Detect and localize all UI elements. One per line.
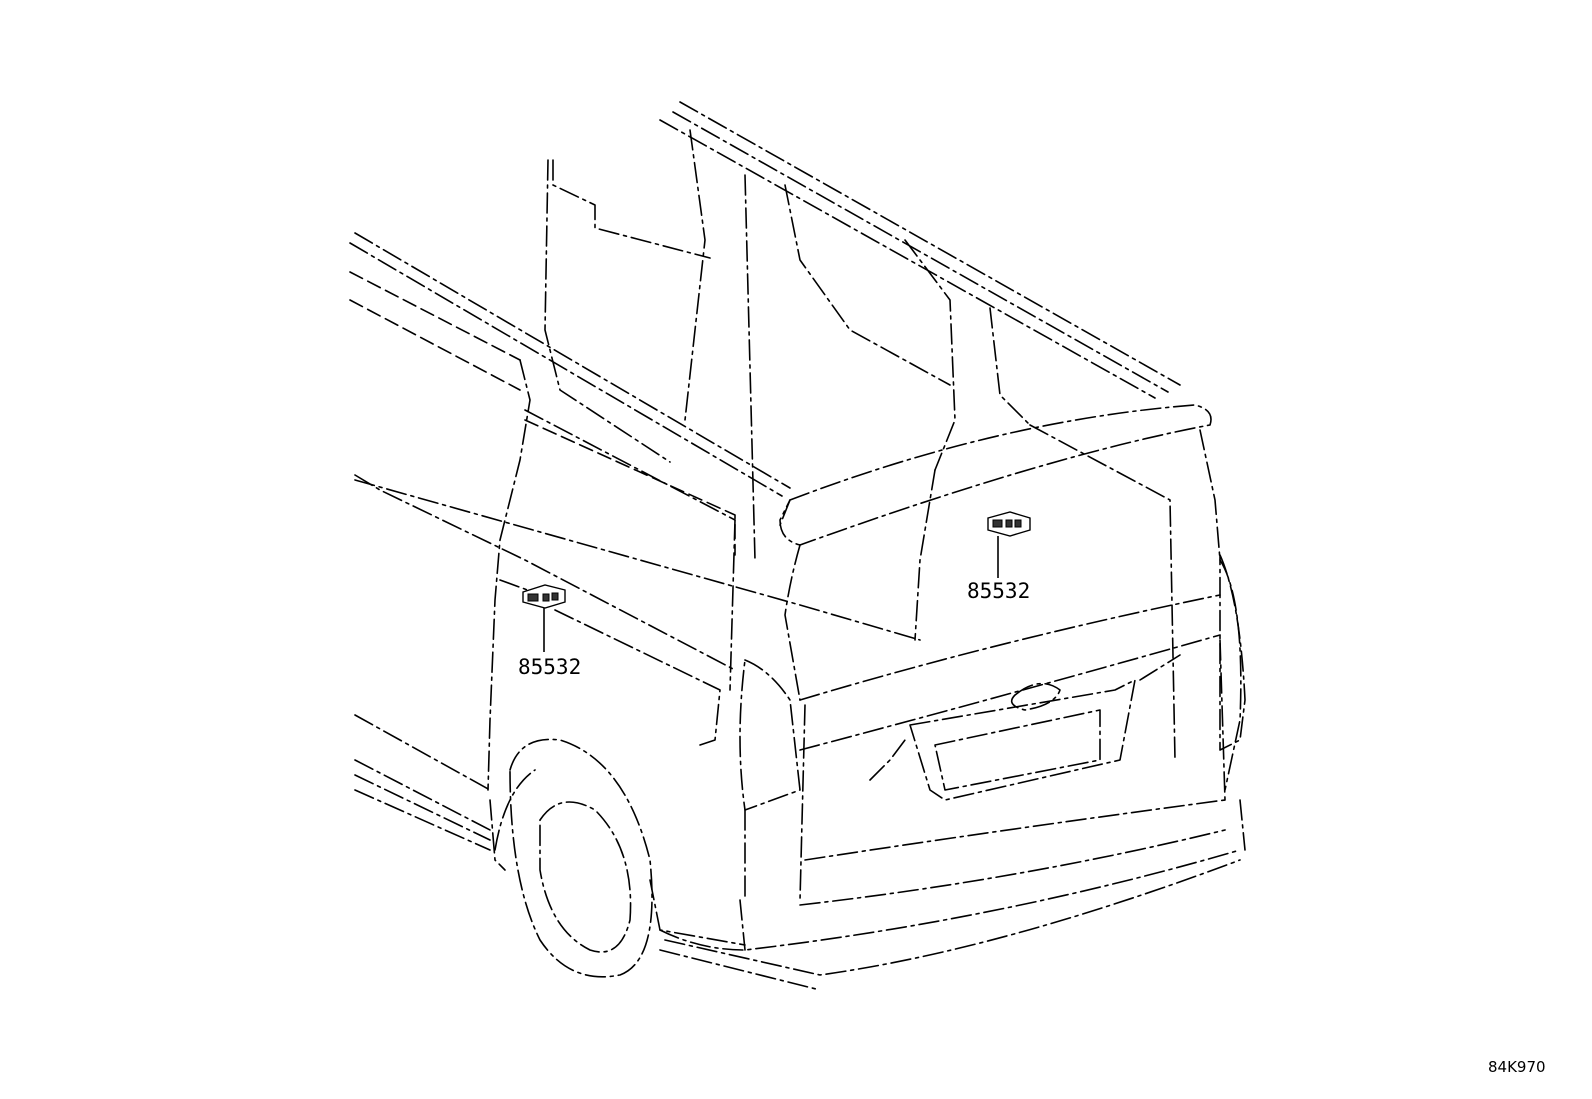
diagram-code: 84K970 <box>1488 1058 1546 1076</box>
rear-callout-label: 85532 <box>967 579 1030 603</box>
rear-sensor-part <box>987 511 1031 578</box>
tail-lamps <box>739 554 1246 901</box>
rear-wheel <box>494 738 653 978</box>
side-body <box>354 359 736 871</box>
roof-rails <box>349 101 1181 497</box>
side-sensor-part <box>522 584 566 652</box>
rear-bumper <box>649 799 1246 991</box>
license-area <box>869 654 1181 801</box>
roof-opening <box>544 129 1031 561</box>
side-callout-label: 85532 <box>518 655 581 679</box>
